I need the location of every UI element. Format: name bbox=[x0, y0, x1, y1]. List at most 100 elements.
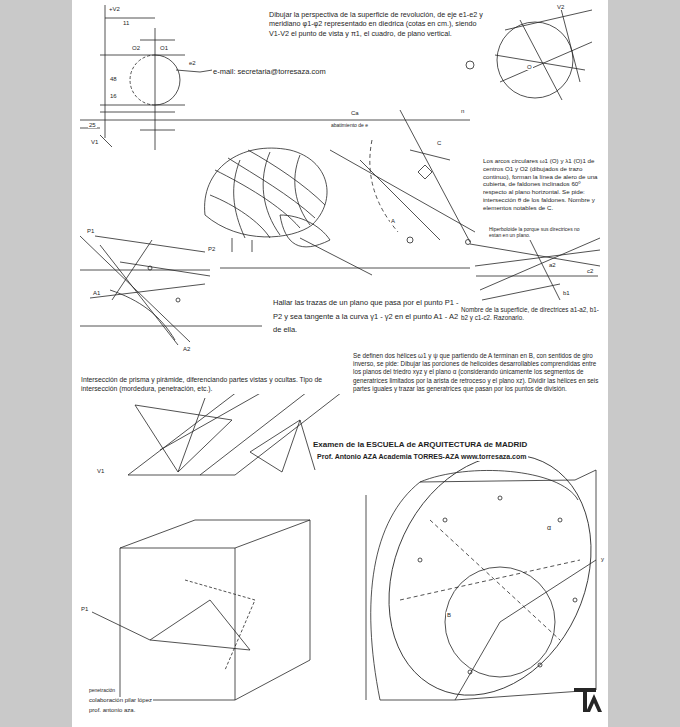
point-label: y bbox=[600, 556, 605, 562]
helicoid-construction-part bbox=[380, 690, 596, 700]
helicoid-construction-part bbox=[558, 518, 562, 522]
author-credit: prof. antonio aza. bbox=[88, 707, 136, 714]
academy-logo bbox=[574, 688, 602, 712]
point-label: A1 bbox=[92, 290, 101, 296]
prism-pyramid-intersection bbox=[92, 382, 355, 700]
contact-email: e-mail: secretaria@torresaza.com bbox=[212, 67, 327, 76]
problem-statement: Intersección de prisma y pirámide, difer… bbox=[80, 376, 357, 394]
prism-pyramid-intersection-part bbox=[120, 548, 121, 700]
roof-eaves-construction-part bbox=[505, 10, 592, 30]
roof-eaves-construction-part bbox=[360, 160, 440, 240]
point-label: P1 bbox=[86, 228, 95, 234]
paper-sheet bbox=[72, 0, 608, 727]
point-label: V2 bbox=[556, 4, 565, 10]
helicoid-construction-part bbox=[418, 558, 422, 562]
tangent-plane-construction-part bbox=[176, 298, 180, 302]
point-label: O2 bbox=[131, 45, 141, 51]
hyperboloid-directrices-part bbox=[476, 276, 598, 277]
helicoid-construction-part bbox=[573, 598, 577, 602]
point-label: O bbox=[526, 64, 533, 70]
helicoid-construction-part bbox=[538, 663, 542, 667]
helicoid-construction-part bbox=[400, 560, 580, 600]
surface-perspective-part bbox=[215, 170, 300, 228]
dimension-value: 25 bbox=[88, 122, 97, 128]
helicoid-construction-part bbox=[455, 560, 596, 700]
hyperboloid-directrices-part bbox=[482, 284, 560, 300]
surface-perspective-part bbox=[228, 158, 315, 218]
point-label: α bbox=[546, 524, 552, 531]
surface-perspective-part bbox=[248, 150, 325, 205]
point-label: P1 bbox=[80, 606, 89, 612]
tangent-plane-construction-part bbox=[80, 270, 210, 271]
dimension-value: 11 bbox=[122, 20, 130, 26]
prism-pyramid-intersection-part bbox=[250, 420, 300, 472]
revolution-surface-dihedral-part bbox=[100, 112, 175, 113]
helicoid-construction-part bbox=[468, 670, 472, 674]
surface-perspective-part bbox=[205, 148, 327, 237]
revolution-surface-dihedral-part bbox=[100, 135, 112, 147]
author-credit: colaboración pilar lópez bbox=[88, 697, 153, 704]
surface-perspective-part bbox=[300, 238, 372, 275]
dimension-value: 48 bbox=[109, 76, 118, 82]
prism-pyramid-intersection-part bbox=[120, 520, 310, 548]
roof-eaves-construction-part bbox=[466, 61, 474, 69]
revolution-surface-dihedral-part bbox=[155, 28, 156, 150]
surface-perspective-part bbox=[220, 268, 470, 269]
annotation-note: abatimiento de e bbox=[330, 123, 372, 129]
roof-eaves-construction-part bbox=[560, 5, 580, 82]
revolution-surface-dihedral-part bbox=[100, 55, 185, 56]
prism-pyramid-intersection-part bbox=[200, 382, 320, 475]
prism-pyramid-intersection-part bbox=[185, 580, 255, 670]
dimension-value: 16 bbox=[109, 93, 118, 99]
revolution-surface-dihedral-part bbox=[105, 18, 155, 19]
roof-eaves-construction-part bbox=[400, 110, 470, 242]
helicoid-construction-part bbox=[430, 520, 560, 640]
point-label: C bbox=[436, 140, 442, 146]
surface-perspective-part bbox=[252, 240, 253, 252]
revolution-surface-dihedral-part bbox=[105, 5, 106, 138]
author-credit: Prof. Antonio AZA Academia TORRES-AZA ww… bbox=[316, 453, 528, 461]
tangent-plane-construction-part bbox=[95, 236, 205, 252]
prism-pyramid-intersection-part bbox=[178, 398, 205, 472]
surface-perspective-part bbox=[210, 195, 270, 238]
hyperboloid-directrices-part bbox=[480, 238, 600, 290]
point-label: a2 bbox=[548, 262, 557, 268]
annotation-note: Hiperboloide la porque sus directrices n… bbox=[488, 226, 582, 238]
hyperboloid-directrices-part bbox=[530, 240, 560, 300]
point-label: c2 bbox=[586, 268, 594, 274]
point-label: V1 bbox=[90, 139, 99, 145]
point-label: n bbox=[460, 108, 465, 114]
helicoid-construction-part bbox=[351, 422, 629, 727]
helicoid-construction-part bbox=[443, 518, 447, 522]
roof-eaves-construction-part bbox=[418, 165, 432, 179]
prism-pyramid-intersection-part bbox=[92, 612, 150, 640]
helicoid-construction-part bbox=[366, 495, 367, 700]
point-label: V1 bbox=[96, 468, 105, 474]
roof-eaves-construction-part bbox=[407, 237, 413, 243]
tangent-plane-construction-part bbox=[120, 262, 210, 276]
point-label: Ca bbox=[350, 110, 360, 116]
helicoid-construction-part bbox=[498, 496, 502, 500]
revolution-surface-dihedral-part bbox=[130, 55, 155, 105]
problem-statement: Hallar las trazas de un plano que pasa p… bbox=[272, 296, 469, 337]
point-label: O1 bbox=[159, 45, 169, 51]
roof-eaves-construction-part bbox=[330, 150, 475, 232]
surface-perspective-part bbox=[234, 160, 245, 238]
prism-pyramid-intersection-part bbox=[120, 660, 310, 700]
tangent-plane-construction-part bbox=[110, 290, 175, 340]
hyperboloid-directrices-part bbox=[475, 250, 600, 266]
tangent-plane-construction-part bbox=[148, 266, 152, 270]
revolution-surface-dihedral-part bbox=[100, 105, 185, 106]
prism-pyramid-intersection-part bbox=[135, 405, 232, 472]
figure-caption: penetración bbox=[88, 688, 116, 694]
revolution-surface-dihedral-part bbox=[140, 40, 175, 41]
revolution-surface-dihedral-part bbox=[80, 120, 470, 121]
helicoid-construction-part bbox=[420, 470, 596, 482]
surface-perspective-part bbox=[263, 152, 280, 235]
surface-perspective-part bbox=[232, 238, 233, 252]
revolution-surface-dihedral-part bbox=[140, 130, 175, 131]
point-label: e2 bbox=[188, 60, 197, 66]
hyperboloid-directrices bbox=[470, 238, 600, 300]
roof-eaves-construction-part bbox=[466, 240, 471, 245]
helicoid-construction bbox=[351, 422, 629, 727]
